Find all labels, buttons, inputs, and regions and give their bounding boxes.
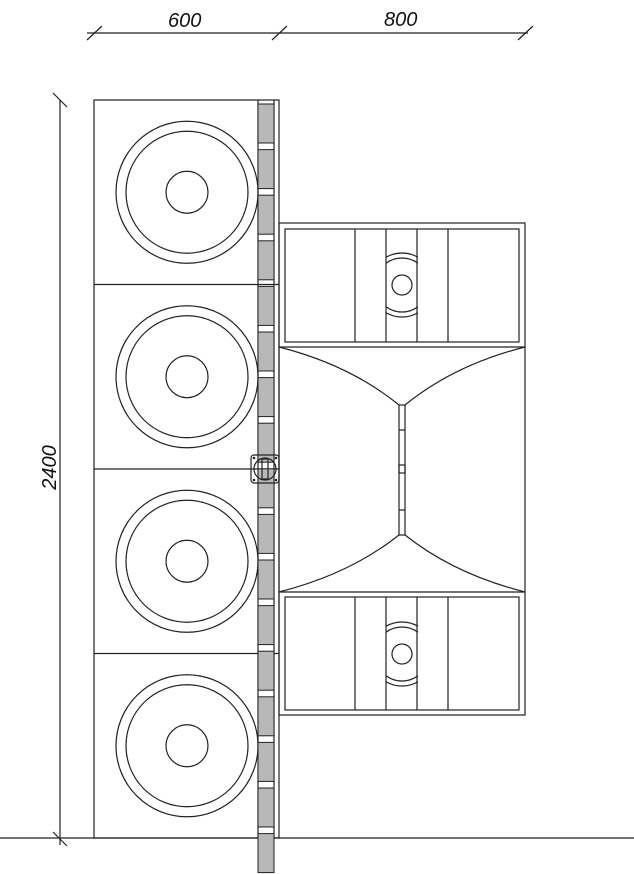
woofer-circle	[125, 499, 249, 623]
subwoofer-cabinet	[94, 283, 279, 449]
rail-block	[257, 605, 275, 646]
rail-block	[257, 696, 275, 737]
woofer-circle	[115, 674, 259, 818]
woofer-circle	[165, 724, 209, 768]
rail-block	[257, 422, 275, 463]
woofer-circle	[115, 489, 259, 633]
rigging-rail	[257, 100, 275, 874]
dimension-width-left: 600	[168, 10, 202, 32]
tweeter-circle	[391, 643, 413, 665]
rail-block	[257, 787, 275, 828]
subwoofer-cabinet	[94, 468, 279, 633]
horn-arc	[385, 621, 419, 627]
rail-block	[257, 285, 275, 326]
cabinet-front	[284, 596, 520, 711]
woofer-circle	[115, 120, 259, 264]
rail-block	[257, 331, 275, 372]
woofer-circle	[165, 355, 209, 399]
horn-arc	[385, 312, 419, 318]
cabinet-front	[284, 228, 520, 343]
rail-block	[257, 468, 275, 509]
dimension-height: 2400	[38, 445, 61, 490]
rail-block	[257, 149, 275, 190]
horn-arc	[385, 252, 419, 258]
woofer-circle	[115, 305, 259, 449]
top-dimension-line	[86, 25, 534, 41]
tweeter-circle	[391, 274, 413, 296]
rail-block	[257, 103, 275, 144]
woofer-circle	[125, 315, 249, 439]
subwoofer-cabinet	[94, 652, 279, 818]
mid-high-cabinet	[284, 228, 520, 343]
height-dimension-line	[52, 92, 68, 847]
woofer-circle	[125, 130, 249, 254]
mid-high-array	[278, 222, 526, 716]
rail-block	[257, 650, 275, 691]
rail-block	[257, 377, 275, 418]
mid-high-cabinet	[284, 596, 520, 711]
horn-arc	[385, 675, 419, 682]
subwoofer-cabinet	[115, 120, 259, 264]
horn-arc	[385, 626, 419, 633]
rail-block	[257, 513, 275, 554]
rail-block	[257, 240, 275, 281]
woofer-circle	[165, 539, 209, 583]
woofer-circle	[165, 170, 209, 214]
horn-arc	[385, 681, 419, 687]
rail-block	[257, 833, 275, 874]
rail-block	[257, 741, 275, 782]
rail-block	[257, 559, 275, 600]
horn-arc	[385, 306, 419, 313]
woofer-circle	[125, 684, 249, 808]
dimension-width-right: 800	[384, 9, 418, 31]
rail-block	[257, 194, 275, 235]
horn-arc	[385, 257, 419, 264]
